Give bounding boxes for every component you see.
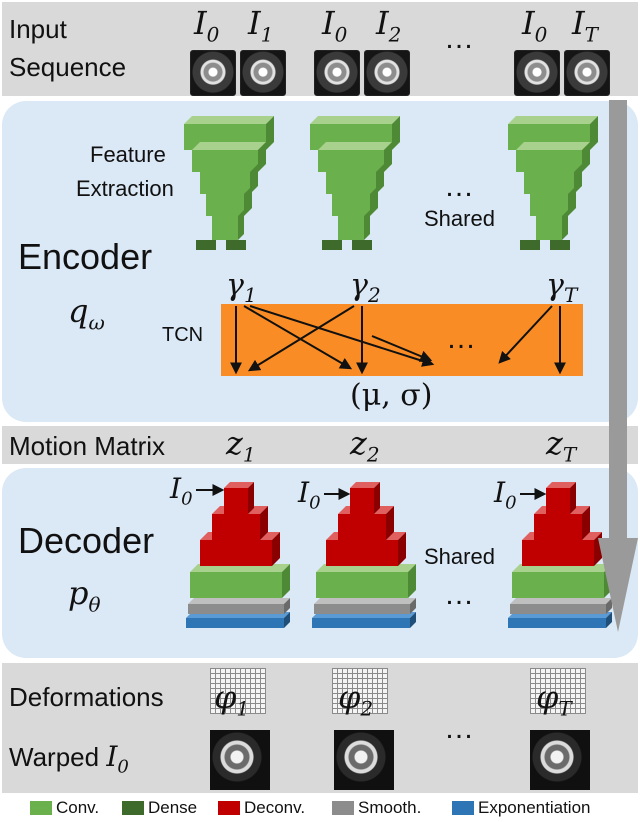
input-label-line1: Input xyxy=(9,14,67,44)
deformation-label: φ1 xyxy=(214,678,250,721)
decoder-ellipsis: … xyxy=(444,578,476,611)
encoder-title: Encoder xyxy=(18,236,153,277)
input-frame-image xyxy=(564,50,610,96)
gamma-label: γT xyxy=(546,268,578,307)
encoder-symbol: qω xyxy=(68,292,105,335)
deformation-field-image xyxy=(530,668,586,714)
output-ellipsis: … xyxy=(444,712,476,745)
legend-smooth-label: Smooth. xyxy=(358,798,422,817)
motion-band xyxy=(2,426,638,464)
input-frame-image xyxy=(240,50,286,96)
motion-matrix-label: Motion Matrix xyxy=(9,431,166,461)
input-frame-label: I0 xyxy=(194,4,220,47)
input-frame-label: I1 xyxy=(248,4,274,47)
tcn-arrows xyxy=(230,305,566,375)
latent-label: z2 xyxy=(350,424,380,467)
legend-dense-label: Dense xyxy=(148,798,198,817)
encoder-shared-label: Shared xyxy=(424,206,495,231)
decoder-tower xyxy=(312,482,416,628)
input-frame-label: I0 xyxy=(522,4,548,47)
encoder-ellipsis: … xyxy=(444,170,476,203)
gamma-label: γ2 xyxy=(350,268,381,307)
warped-label: Warped I0 xyxy=(9,740,129,778)
input-frame-image xyxy=(190,50,236,96)
input-frame-label: I0 xyxy=(322,4,348,47)
legend-exponentiation-label: Exponentiation xyxy=(478,798,591,817)
input-frame-image xyxy=(514,50,560,96)
feature-extraction-label: Extraction xyxy=(76,176,174,201)
decoder-tower xyxy=(186,482,290,628)
encoder-output-label: (μ, σ) xyxy=(350,378,433,413)
deformation-label: φ2 xyxy=(338,678,374,721)
encoder-feature-tower xyxy=(508,116,598,250)
input-frame-image xyxy=(314,50,360,96)
warped-image xyxy=(210,730,270,790)
decoder-shared-label: Shared xyxy=(424,544,495,569)
deformation-label: φT xyxy=(536,678,572,721)
encoder-feature-tower xyxy=(184,116,274,250)
deformation-field-image xyxy=(210,668,266,714)
decoder-symbol: pθ xyxy=(68,574,101,617)
deformations-label: Deformations xyxy=(9,682,164,712)
decoder-input-label: I0 xyxy=(170,472,193,510)
decoder-input-arrows xyxy=(196,484,547,500)
tcn-label: TCN xyxy=(162,324,204,346)
warped-image xyxy=(530,730,590,790)
flow-arrow xyxy=(598,100,638,632)
feature-extraction-label: Feature xyxy=(90,142,166,167)
legend-swatches xyxy=(30,801,474,815)
gamma-label: γ1 xyxy=(226,268,257,307)
input-ellipsis: … xyxy=(444,22,476,55)
decoder-input-label: I0 xyxy=(494,476,517,514)
legend-conv-label: Conv. xyxy=(56,798,100,817)
encoder-feature-tower xyxy=(310,116,400,250)
input-label-line2: Sequence xyxy=(9,52,127,82)
input-frame-label: I2 xyxy=(376,4,402,47)
input-frame-label: IT xyxy=(572,4,598,47)
latent-label: z1 xyxy=(226,424,256,467)
decoder-input-label: I0 xyxy=(298,476,321,514)
decoder-tower xyxy=(508,482,612,628)
latent-label: zT xyxy=(546,424,577,467)
warped-image xyxy=(334,730,394,790)
deformation-field-image xyxy=(332,668,388,714)
input-frame-image xyxy=(364,50,410,96)
legend-deconv-label: Deconv. xyxy=(244,798,306,817)
tcn-ellipsis: … xyxy=(446,322,478,355)
decoder-title: Decoder xyxy=(18,520,155,561)
